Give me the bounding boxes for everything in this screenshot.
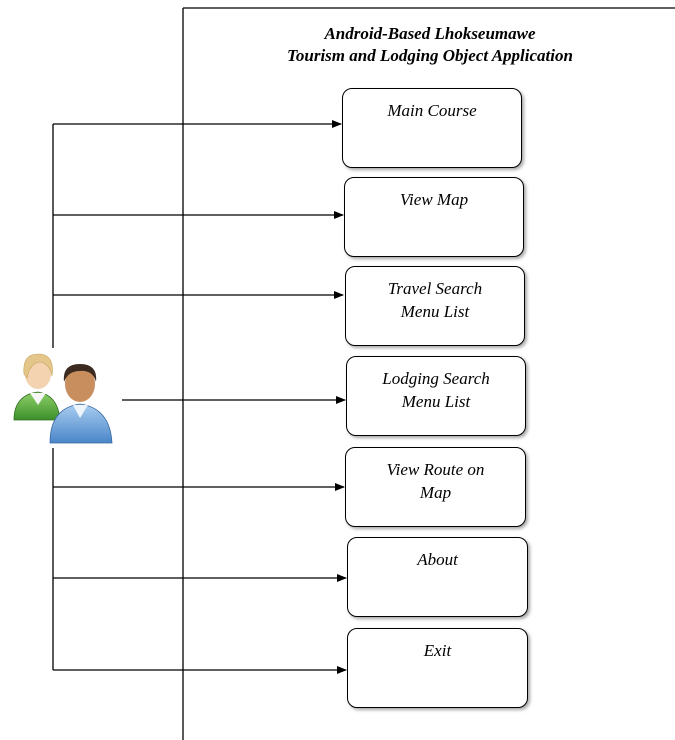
menu-box-label: Menu List: [401, 392, 471, 411]
menu-box-label: Exit: [423, 641, 452, 660]
menu-box-label: Travel Search: [387, 279, 483, 298]
menu-box-view-route: View Route on Map: [345, 447, 526, 527]
menu-box-label: View Map: [399, 190, 469, 209]
menu-box-label: Menu List: [400, 302, 470, 321]
menu-box-label: View Route on: [386, 460, 485, 479]
menu-box-view-map: View Map: [344, 177, 524, 257]
menu-box-exit: Exit: [347, 628, 528, 708]
diagram-title-line-1: Android-Based Lhokseumawe: [324, 24, 536, 43]
menu-box-label: Lodging Search: [382, 369, 490, 388]
menu-box-main-course: Main Course: [342, 88, 522, 168]
menu-box-label: Main Course: [387, 101, 477, 120]
diagram-title-line-2: Tourism and Lodging Object Application: [287, 46, 573, 65]
menu-box-label: Map: [419, 483, 452, 502]
menu-box-about: About: [347, 537, 528, 617]
menu-box-lodging-search: Lodging Search Menu List: [346, 356, 526, 436]
menu-box-label: About: [417, 550, 458, 569]
menu-box-travel-search: Travel Search Menu List: [345, 266, 525, 346]
users-icon: [13, 353, 113, 444]
